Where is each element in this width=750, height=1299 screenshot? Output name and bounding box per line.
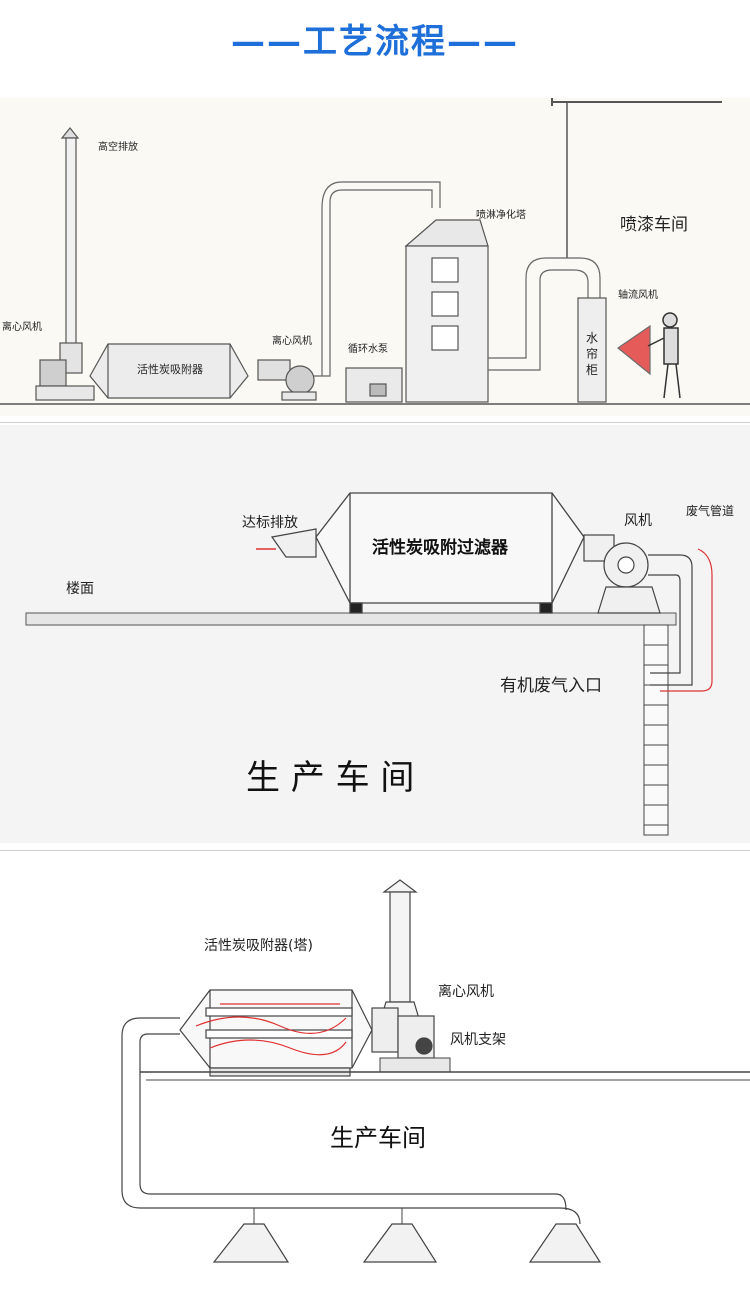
diagram-2-svg: 达标排放 活性炭吸附过滤器 风机 废气管道 楼面 有机废气入口 生 产 车 间 xyxy=(25,492,734,836)
fan-unit xyxy=(583,534,661,614)
chimney xyxy=(35,127,95,401)
chimney-3 xyxy=(379,879,421,1023)
page-title: ——工艺流程—— xyxy=(231,22,519,62)
label-centrifugal-fan-3: 离心风机 xyxy=(438,983,494,1000)
waste-duct-indicator xyxy=(660,548,713,692)
outlet-pipe xyxy=(270,528,317,558)
process-diagram-workshop-hoods: 活性炭吸附器(塔) 离心风机 风机支架 生产车间 xyxy=(0,858,750,1299)
centrifugal-fan-mid xyxy=(257,359,317,401)
spray-tower xyxy=(404,219,489,403)
label-water-curtain-3: 柜 xyxy=(586,363,598,377)
label-circulating-pump: 循环水泵 xyxy=(348,342,388,355)
label-centrifugal-fan-mid: 离心风机 xyxy=(272,334,312,347)
label-filter: 活性炭吸附过滤器 xyxy=(372,537,509,558)
collection-hoods xyxy=(212,1223,602,1263)
label-waste-duct: 废气管道 xyxy=(686,503,734,518)
label-carbon-adsorber: 活性炭吸附器 xyxy=(137,362,203,376)
process-diagram-rooftop-filter: 达标排放 活性炭吸附过滤器 风机 废气管道 楼面 有机废气入口 生 产 车 间 xyxy=(0,425,750,843)
label-high-exhaust: 高空排放 xyxy=(98,140,138,153)
diagram-1-svg: 高空排放 离心风机 活性炭吸附器 离心风机 循环水泵 喷淋净化塔 喷漆车间 轴流… xyxy=(0,98,750,405)
airflow-arrows xyxy=(195,1003,347,1056)
duct-to-tower xyxy=(314,181,441,377)
centrifugal-fan-3 xyxy=(371,1007,435,1059)
label-water-curtain-1: 水 xyxy=(586,331,598,345)
label-water-curtain-2: 帘 xyxy=(586,346,598,361)
label-inlet: 有机废气入口 xyxy=(500,676,602,696)
section-divider-1 xyxy=(0,422,750,423)
label-axial-fan: 轴流风机 xyxy=(618,288,658,301)
section-divider-2 xyxy=(0,850,750,851)
label-centrifugal-fan-left: 离心风机 xyxy=(2,320,42,333)
circulating-pump xyxy=(345,367,403,403)
label-workshop-2: 生 产 车 间 xyxy=(246,758,414,798)
diagram-3-svg: 活性炭吸附器(塔) 离心风机 风机支架 生产车间 xyxy=(121,879,750,1263)
label-workshop-3: 生产车间 xyxy=(330,1124,426,1152)
duct-to-booth xyxy=(488,257,601,371)
floor-slab xyxy=(25,612,677,626)
water-curtain-booth xyxy=(577,297,651,403)
process-diagram-spray-booth: 高空排放 离心风机 活性炭吸附器 离心风机 循环水泵 喷淋净化塔 喷漆车间 轴流… xyxy=(0,98,750,416)
adsorber-tower xyxy=(179,989,373,1077)
carbon-filter-box xyxy=(315,492,585,614)
label-adsorber: 活性炭吸附器(塔) xyxy=(204,938,313,954)
painter-figure xyxy=(647,312,681,399)
label-spray-tower: 喷淋净化塔 xyxy=(476,208,526,221)
label-paint-workshop: 喷漆车间 xyxy=(620,215,688,235)
label-discharge: 达标排放 xyxy=(242,515,298,531)
exhaust-duct xyxy=(121,1017,581,1225)
fan-bracket xyxy=(379,1057,451,1073)
label-floor: 楼面 xyxy=(66,581,94,597)
label-fan-bracket: 风机支架 xyxy=(450,1032,506,1048)
label-fan: 风机 xyxy=(624,513,652,529)
waste-gas-duct xyxy=(648,554,693,686)
carbon-adsorber-unit xyxy=(89,343,249,399)
brick-wall xyxy=(643,624,669,836)
